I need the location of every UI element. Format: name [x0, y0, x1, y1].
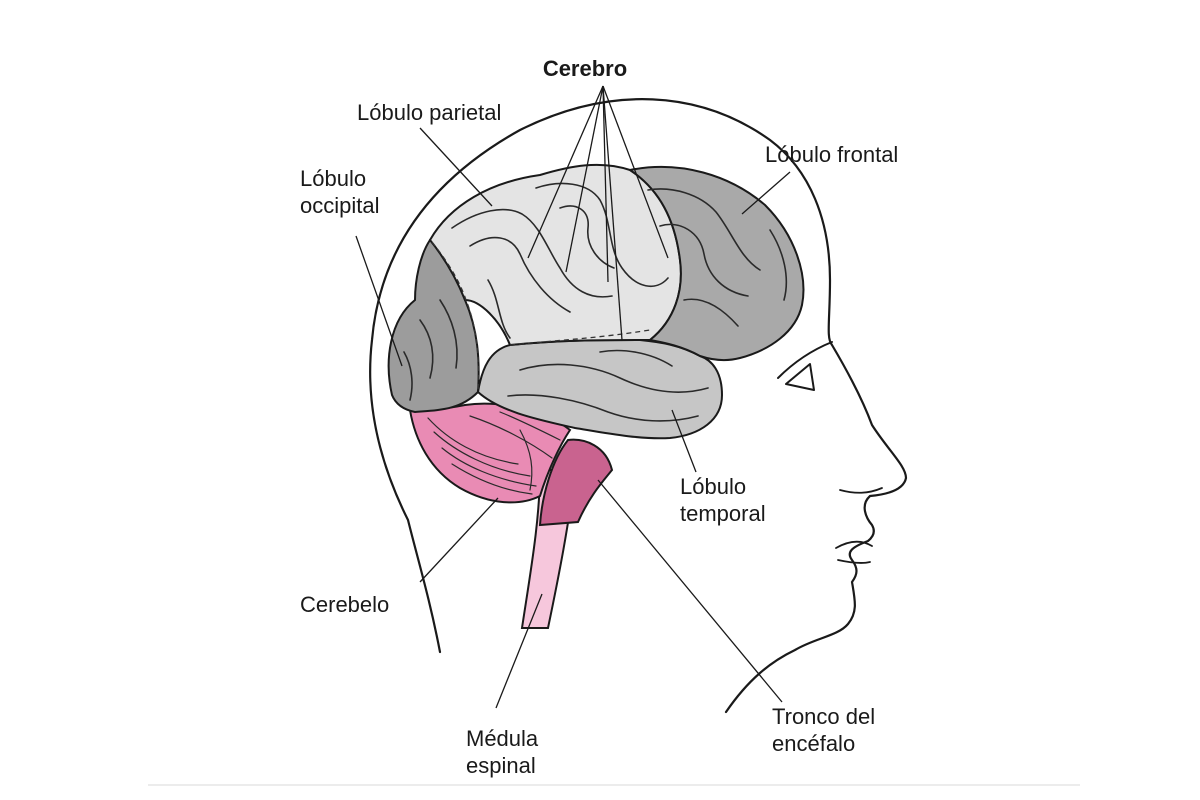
lips-line [835, 540, 873, 564]
head-outline [369, 98, 908, 714]
frontal-lobe [627, 165, 805, 362]
label-tronco-del-encefalo: Tronco del encéfalo [772, 704, 881, 756]
label-cerebro: Cerebro [543, 56, 627, 81]
nostril-line [839, 487, 883, 494]
cerebellum [408, 402, 572, 504]
eye-icon [785, 363, 815, 391]
cerebellum-folds [427, 411, 561, 495]
label-medula-espinal: Médula espinal [466, 726, 544, 778]
leader-lines [355, 85, 791, 709]
label-lobulo-parietal: Lóbulo parietal [357, 100, 501, 125]
gyri-folds [403, 182, 788, 422]
eyebrow-line [777, 341, 833, 379]
label-lobulo-occipital: Lóbulo occipital [300, 166, 379, 218]
label-cerebelo: Cerebelo [300, 592, 389, 617]
label-lobulo-temporal: Lóbulo temporal [680, 474, 766, 526]
label-lobulo-frontal: Lóbulo frontal [765, 142, 898, 167]
lobe-boundary-dashed [431, 241, 480, 393]
brainstem [538, 438, 614, 527]
